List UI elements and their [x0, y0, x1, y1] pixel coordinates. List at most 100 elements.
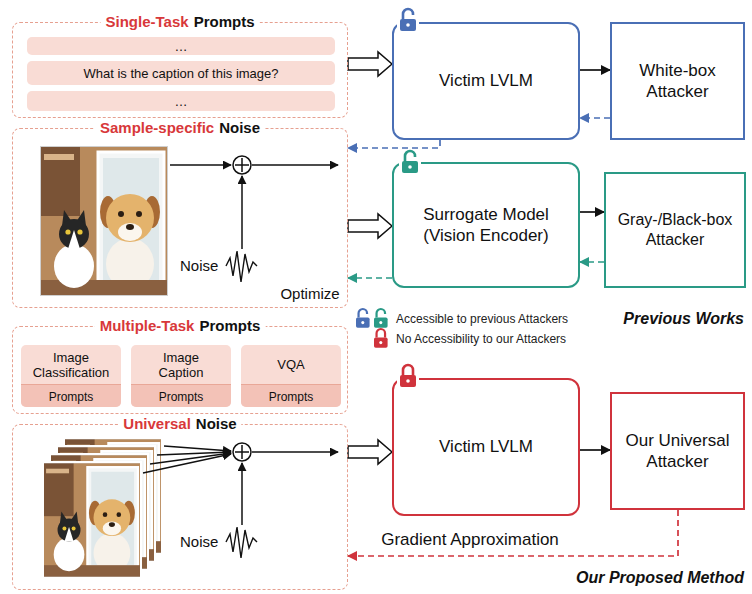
legend-lock: [374, 329, 388, 348]
title-part: Prompts: [199, 317, 260, 334]
input-image: [43, 463, 141, 578]
prompt-row: …: [27, 37, 335, 55]
noise-wave: [226, 251, 257, 282]
task-name: Image Caption: [140, 350, 222, 380]
prompt-text: …: [175, 94, 188, 109]
process-box: Victim LVLM: [392, 22, 580, 140]
dashed-group: Multiple-TaskPromptsImage Classification…: [12, 326, 348, 414]
connector: [580, 449, 610, 451]
title-part: Sample-specific: [100, 119, 214, 136]
lock-backing: [397, 367, 419, 389]
add-symbol: [235, 451, 249, 453]
box-text: Our Universal Attacker: [617, 430, 738, 473]
photo-edge: [43, 462, 141, 578]
process-box: White-box Attacker: [610, 22, 745, 140]
lock-shackle: [377, 309, 386, 318]
noise-label: Noise: [180, 533, 218, 551]
dashed-group: UniversalNoise: [12, 424, 348, 590]
image-arrow: [143, 454, 231, 473]
box-text: Victim LVLM: [439, 436, 533, 457]
lock-shackle: [403, 9, 413, 19]
title-part: Noise: [219, 119, 260, 136]
hollow-arrow: [348, 214, 392, 238]
noise-arrow: [241, 176, 243, 249]
group-title: Multiple-TaskPrompts: [95, 316, 266, 336]
lock-shackle: [403, 365, 413, 375]
lock-body: [400, 19, 416, 31]
prompt-band: Prompts: [131, 384, 231, 407]
process-box: Gray-/Black-box Attacker: [604, 172, 746, 288]
legend-lock: [356, 309, 370, 328]
legend-text: Accessible to previous Attackers: [396, 311, 568, 327]
prompt-band: Prompts: [21, 384, 121, 407]
prompt-word: Prompts: [269, 390, 314, 404]
section-label: Our Proposed Method: [576, 569, 744, 587]
legend-text: No Accessibility to our Attackers: [396, 331, 566, 347]
box-text: Surrogate Model (Vision Encoder): [406, 204, 566, 247]
lock-body: [400, 375, 416, 387]
group-title: Single-TaskPrompts: [101, 12, 260, 32]
connector: [580, 69, 610, 71]
noise-arrow: [241, 463, 243, 525]
prompt-band: Prompts: [241, 384, 341, 407]
image-arrow: [164, 446, 231, 451]
lock-body: [356, 318, 370, 328]
title-part: Universal: [123, 415, 191, 432]
prompt-card: Image ClassificationPrompts: [21, 345, 121, 407]
hollow-arrow: [348, 440, 392, 464]
prompt-row: What is the caption of this image?: [27, 61, 335, 85]
prompt-card: VQA Prompts: [241, 345, 341, 407]
lock-shackle: [359, 309, 368, 318]
add-symbol: [233, 156, 251, 174]
prompt-task: Image Classification: [21, 345, 121, 384]
title-part: Single-Task: [106, 13, 189, 30]
hollow-arrow: [348, 52, 392, 76]
edge-label: Optimize: [277, 285, 342, 303]
lock-body: [402, 161, 418, 173]
dashed-group: Single-TaskPrompts…What is the caption o…: [12, 22, 348, 118]
lock-keyhole: [408, 165, 412, 169]
lock-keyhole: [406, 23, 410, 27]
add-symbol: [233, 443, 251, 461]
box-text: Victim LVLM: [439, 70, 533, 91]
section-label: Previous Works: [623, 310, 744, 328]
noise-wave: [226, 527, 257, 558]
lock-backing: [399, 155, 421, 175]
dashed-connector: [348, 510, 678, 556]
group-title: Universal Noise: [118, 414, 241, 434]
prompt-task: VQA: [241, 345, 341, 384]
prompt-word: Prompts: [49, 390, 94, 404]
prompt-word: Prompts: [159, 390, 204, 404]
dashed-connector: [580, 261, 604, 263]
lock-keyhole: [379, 321, 382, 324]
lock-keyhole: [379, 341, 382, 344]
title-part: Multiple-Task: [100, 317, 195, 334]
noise-label: Noise: [180, 257, 218, 275]
sum-arrow: [252, 164, 338, 166]
task-name: VQA: [277, 357, 304, 372]
lock-icon: [397, 365, 419, 389]
lock-icon: [399, 151, 421, 175]
prompt-row: …: [27, 91, 335, 111]
edge-label: Gradient Approximation: [378, 531, 562, 549]
legend-lock: [374, 309, 388, 328]
lock-keyhole: [361, 321, 364, 324]
task-name: Image Classification: [30, 350, 112, 380]
prompt-task: Image Caption: [131, 345, 231, 384]
lock-shackle: [405, 151, 415, 161]
dashed-connector: [348, 140, 440, 148]
lock-icon: [397, 9, 419, 33]
add-symbol: [235, 164, 249, 166]
group-title: Sample-specific Noise: [95, 118, 265, 138]
box-text: Gray-/Black-box Attacker: [611, 210, 739, 250]
prompt-card: Image CaptionPrompts: [131, 345, 231, 407]
process-box: Surrogate Model (Vision Encoder): [392, 162, 580, 288]
dashed-connector: [348, 277, 392, 279]
connector: [580, 211, 604, 213]
process-box: Our Universal Attacker: [610, 392, 745, 510]
title-part: Noise: [196, 415, 237, 432]
prompt-text: What is the caption of this image?: [83, 66, 278, 81]
dashed-connector: [580, 117, 610, 119]
image-arrow: [170, 164, 231, 166]
